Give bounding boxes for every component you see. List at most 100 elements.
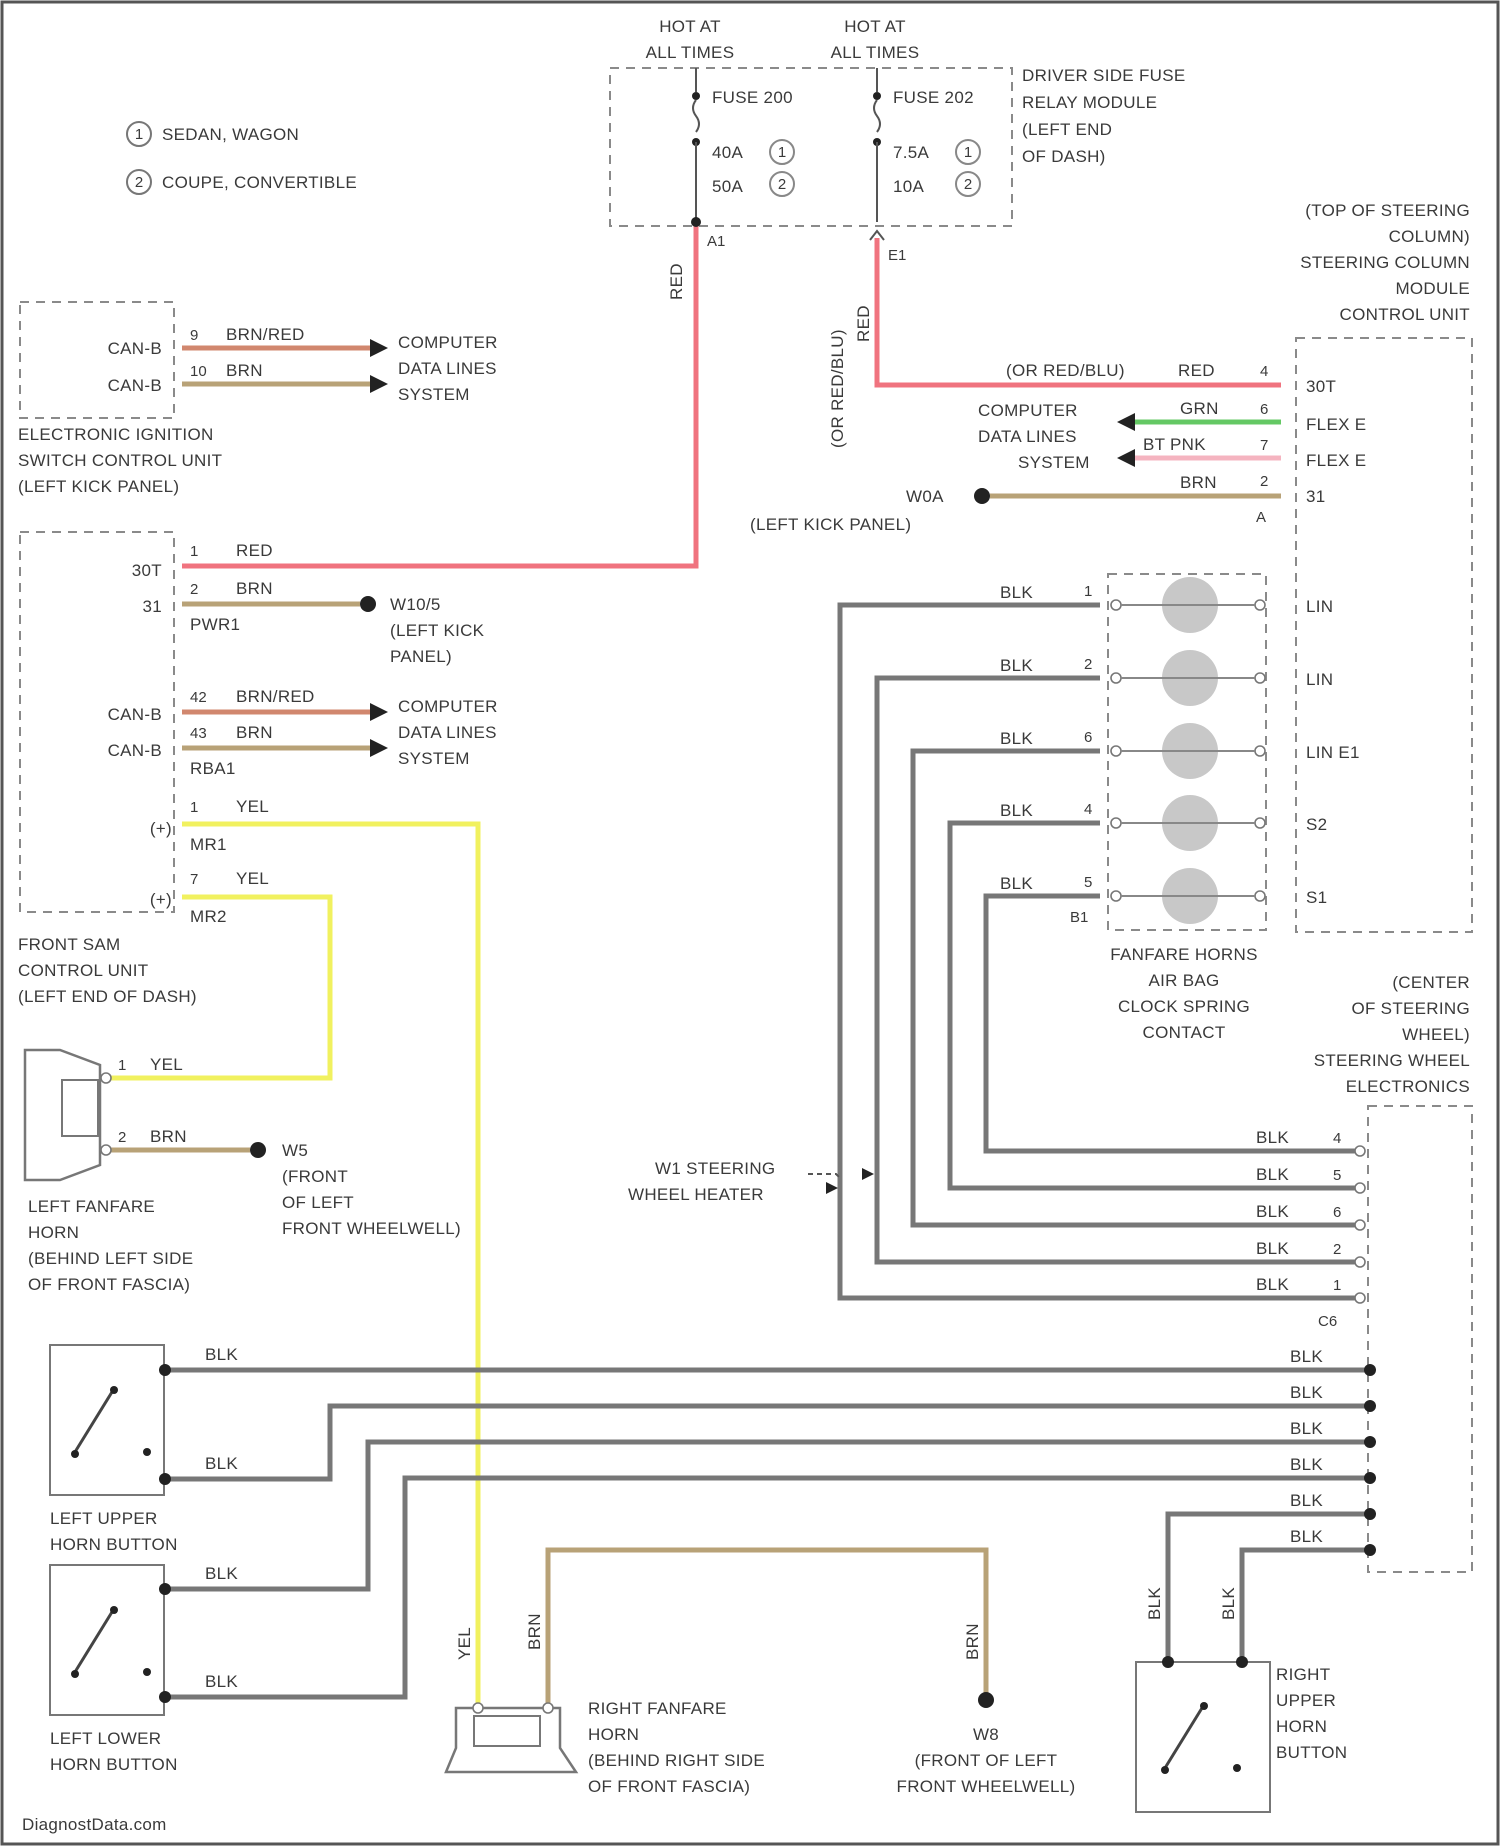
sam-dest-1: COMPUTER [398, 697, 498, 716]
lhorn-ground-1: W5 [282, 1141, 308, 1160]
legend-1-text: SEDAN, WAGON [162, 125, 299, 144]
hot-right-1: HOT AT [844, 17, 906, 36]
scm-pin-7: 7 [1260, 437, 1268, 454]
swe-btn-wire-5: BLK [1290, 1491, 1323, 1510]
sam-pin-43: 43 [190, 725, 207, 742]
scm-title-1: (TOP OF STEERING [1305, 201, 1470, 220]
lhorn-title-2: HORN [28, 1223, 79, 1242]
left-fanfare-horn: 1 YEL 2 BRN W5 (FRONT OF LEFT FRONT WHEE… [25, 1050, 461, 1294]
clock-spring-contact: BLK 1 BLK 2 BLK 6 BLK 4 BLK 5 B1 FANF [1000, 574, 1266, 1042]
swe-wire-3: BLK [1256, 1202, 1289, 1221]
sam-title-1: FRONT SAM [18, 935, 121, 954]
ign-title-1: ELECTRONIC IGNITION [18, 425, 214, 444]
ignition-switch-unit: CAN-B CAN-B 9 BRN/RED 10 BRN COMPUTER DA… [18, 302, 498, 496]
cs-title-3: CLOCK SPRING [1118, 997, 1250, 1016]
rhorn-ground-1: W8 [973, 1725, 999, 1744]
sam-30t: 30T [132, 561, 162, 580]
sam-wire-mr1: YEL [236, 797, 269, 816]
sam-ground-3: PANEL) [390, 647, 452, 666]
rhorn-title-3: (BEHIND RIGHT SIDE [588, 1751, 765, 1770]
ign-pin-10: 10 [190, 363, 207, 380]
rub-title-3: HORN [1276, 1717, 1327, 1736]
scm-conn-a: A [1256, 509, 1266, 526]
sam-pin-mr2: 7 [190, 871, 198, 888]
sam-plus-1: (+) [150, 819, 172, 838]
rhorn-ground-2: (FRONT OF LEFT [915, 1751, 1058, 1770]
swe-pin-5: 1 [1333, 1277, 1341, 1294]
scm-wire-or: (OR RED/BLU) [1006, 361, 1125, 380]
scm-lin-e1: LIN E1 [1306, 743, 1360, 762]
llb-title-1: LEFT LOWER [50, 1729, 161, 1748]
swe-title-3: WHEEL) [1402, 1025, 1470, 1044]
llb-wire-1: BLK [205, 1564, 238, 1583]
swe-btn-wire-2: BLK [1290, 1383, 1323, 1402]
sam-31: 31 [142, 597, 162, 616]
steering-wheel-electronics: (CENTER OF STEERING WHEEL) STEERING WHEE… [628, 973, 1472, 1572]
rhorn-title-1: RIGHT FANFARE [588, 1699, 727, 1718]
sam-conn-mr1: MR1 [190, 835, 227, 854]
rhorn-wire-brn-ground: BRN [963, 1623, 982, 1660]
label-or-red-blu-vertical: (OR RED/BLU) [828, 329, 847, 448]
fuse-right-circle-2: 2 [964, 176, 972, 193]
left-lower-horn-button: BLK BLK LEFT LOWER HORN BUTTON [50, 1564, 238, 1774]
label-red-vertical-left: RED [667, 263, 686, 300]
swe-btn-wire-1: BLK [1290, 1347, 1323, 1366]
sam-wire-42: BRN/RED [236, 687, 315, 706]
scm-dest-1: COMPUTER [978, 401, 1078, 420]
ign-dest-3: SYSTEM [398, 385, 470, 404]
lhorn-wire-1: YEL [150, 1055, 183, 1074]
cs-title-2: AIR BAG [1148, 971, 1219, 990]
swe-title-1: (CENTER [1392, 973, 1470, 992]
swe-heater-2: WHEEL HEATER [628, 1185, 764, 1204]
sam-ground-2: (LEFT KICK [390, 621, 485, 640]
swe-title-4: STEERING WHEEL [1314, 1051, 1470, 1070]
swe-wire-2: BLK [1256, 1165, 1289, 1184]
fuse-title-4: OF DASH) [1022, 147, 1106, 166]
ign-title-2: SWITCH CONTROL UNIT [18, 451, 222, 470]
llb-wire-2: BLK [205, 1672, 238, 1691]
ign-pin-9: 9 [190, 327, 198, 344]
fuse-left-circle-1: 1 [778, 144, 786, 161]
cs-conn: B1 [1070, 909, 1088, 926]
fuse-right-circle-1: 1 [964, 144, 972, 161]
sam-wire-43: BRN [236, 723, 273, 742]
lhorn-title-3: (BEHIND LEFT SIDE [28, 1249, 193, 1268]
swe-wire-1: BLK [1256, 1128, 1289, 1147]
scm-wire-red: RED [1178, 361, 1215, 380]
fuse-left-name: FUSE 200 [712, 88, 793, 107]
scm-lin-2: LIN [1306, 670, 1333, 689]
hot-right-2: ALL TIMES [831, 43, 920, 62]
scm-30t: 30T [1306, 377, 1336, 396]
legend-2-text: COUPE, CONVERTIBLE [162, 173, 357, 192]
lub-title-1: LEFT UPPER [50, 1509, 158, 1528]
scm-pin-4: 4 [1260, 363, 1268, 380]
ign-dest-1: COMPUTER [398, 333, 498, 352]
fuse-title-2: RELAY MODULE [1022, 93, 1157, 112]
lub-wire-2: BLK [205, 1454, 238, 1473]
legend-2-num: 2 [135, 174, 143, 191]
legend: 1 SEDAN, WAGON 2 COUPE, CONVERTIBLE [127, 122, 357, 194]
swe-pin-2: 5 [1333, 1167, 1341, 1184]
scm-dest-3: SYSTEM [1018, 453, 1090, 472]
sam-can-b-1: CAN-B [108, 705, 162, 724]
cs-title-1: FANFARE HORNS [1110, 945, 1257, 964]
fuse-right-rating-1: 7.5A [893, 143, 930, 162]
sam-pin-mr1: 1 [190, 799, 198, 816]
footer-watermark: DiagnostData.com [22, 1815, 167, 1834]
cs-pin-2: 2 [1084, 656, 1092, 673]
legend-1-num: 1 [135, 126, 143, 143]
swe-pin-4: 2 [1333, 1241, 1341, 1258]
ign-can-b-2: CAN-B [108, 376, 162, 395]
rhorn-ground-3: FRONT WHEELWELL) [897, 1777, 1076, 1796]
rhorn-wire-yel: YEL [455, 1627, 474, 1660]
cs-pin-3: 6 [1084, 729, 1092, 746]
sam-dest-2: DATA LINES [398, 723, 497, 742]
swe-wire-5: BLK [1256, 1275, 1289, 1294]
swe-pin-3: 6 [1333, 1204, 1341, 1221]
rhorn-wire-brn: BRN [525, 1613, 544, 1650]
left-upper-horn-button: BLK BLK LEFT UPPER HORN BUTTON [50, 1345, 238, 1554]
lhorn-ground-2: (FRONT [282, 1167, 348, 1186]
fuse-title-3: (LEFT END [1022, 120, 1112, 139]
lub-wire-1: BLK [205, 1345, 238, 1364]
